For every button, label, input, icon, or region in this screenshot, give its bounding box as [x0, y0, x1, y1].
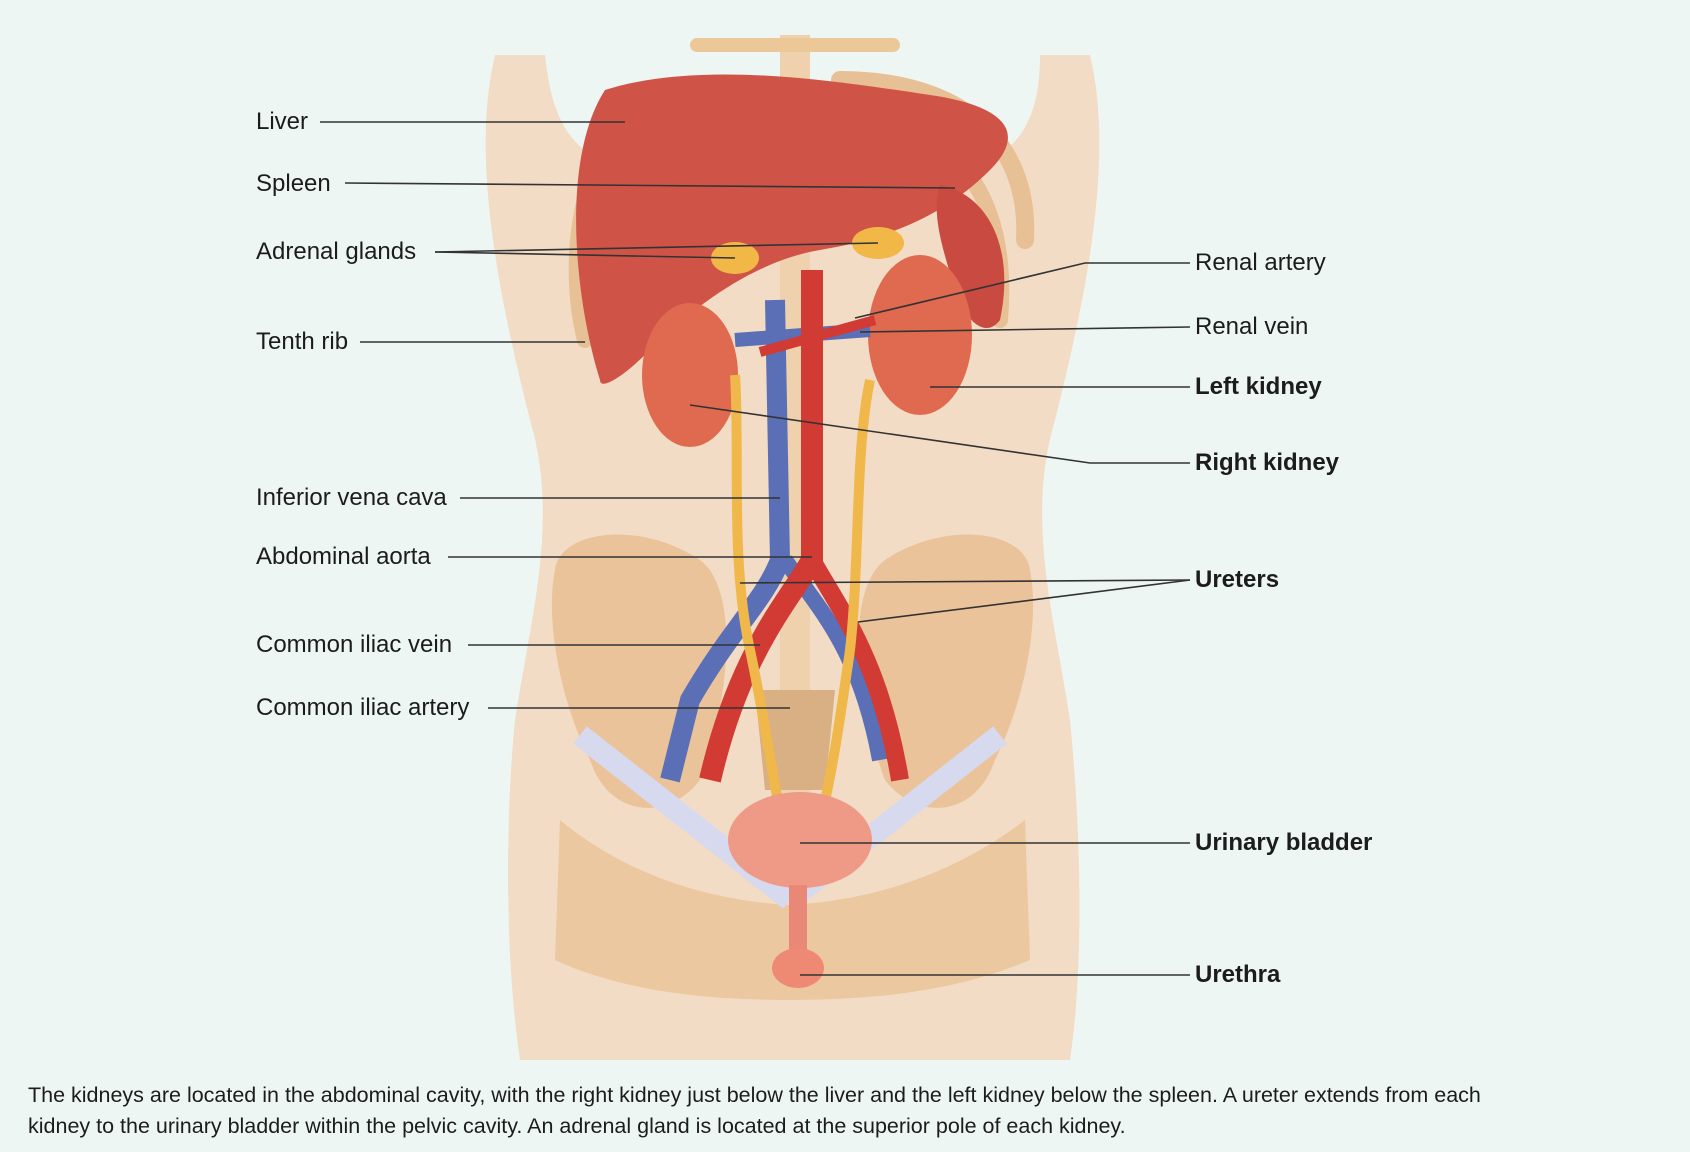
label-tenth-rib: Tenth rib: [256, 328, 348, 356]
label-liver: Liver: [256, 108, 308, 136]
bladder: [728, 792, 872, 888]
label-urethra: Urethra: [1195, 961, 1280, 989]
label-urinary-bladder: Urinary bladder: [1195, 829, 1372, 857]
label-right-kidney: Right kidney: [1195, 449, 1339, 477]
label-adrenal-glands: Adrenal glands: [256, 238, 416, 266]
caption-line-1: The kidneys are located in the abdominal…: [28, 1080, 1668, 1111]
figure-caption: The kidneys are located in the abdominal…: [28, 1080, 1668, 1142]
label-abdominal-aorta: Abdominal aorta: [256, 543, 431, 571]
label-common-iliac-vein: Common iliac vein: [256, 631, 452, 659]
urethra-end: [772, 948, 824, 988]
label-common-iliac-artery: Common iliac artery: [256, 694, 469, 722]
label-spleen: Spleen: [256, 170, 331, 198]
caption-line-2: kidney to the urinary bladder within the…: [28, 1111, 1668, 1142]
label-inferior-vena-cava: Inferior vena cava: [256, 484, 447, 512]
label-renal-artery: Renal artery: [1195, 249, 1326, 277]
left-kidney-shape: [868, 255, 972, 415]
label-ureters: Ureters: [1195, 566, 1279, 594]
label-renal-vein: Renal vein: [1195, 313, 1308, 341]
right-kidney-shape: [642, 303, 738, 447]
clavicle: [690, 38, 900, 52]
label-left-kidney: Left kidney: [1195, 373, 1322, 401]
